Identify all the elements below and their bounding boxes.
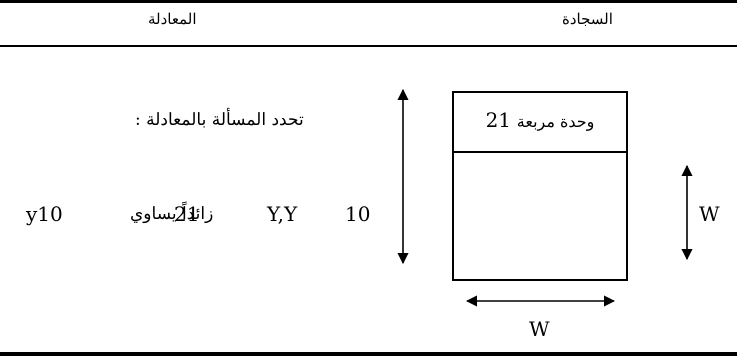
- carpet-area-number: 21: [485, 108, 512, 132]
- table-top-rule: [0, 0, 737, 3]
- equation-term-10: 10: [345, 202, 371, 226]
- carpet-strip-divider: [452, 151, 628, 153]
- carpet-area-label: 21 وحدة مربعة: [452, 108, 628, 132]
- equation-arabic-phrase: زائداً يساوي: [130, 204, 214, 224]
- width-label-right: W: [699, 202, 720, 226]
- equation-column-header: المعادلة: [148, 10, 197, 28]
- equation-term-y10: y10: [26, 202, 63, 226]
- carpet-column-header: السجادة: [562, 10, 613, 28]
- equation-term-yy: Y,Y: [267, 202, 298, 226]
- width-label-bottom: W: [529, 317, 550, 341]
- table-bottom-rule: [0, 352, 737, 356]
- carpet-area-unit: وحدة مربعة: [516, 112, 595, 131]
- carpet-rectangle: [452, 91, 628, 281]
- equation-term-21: 21: [174, 202, 200, 226]
- equation-intro-text: تحدد المسألة بالمعادلة :: [135, 110, 304, 130]
- table-header-rule: [0, 45, 737, 47]
